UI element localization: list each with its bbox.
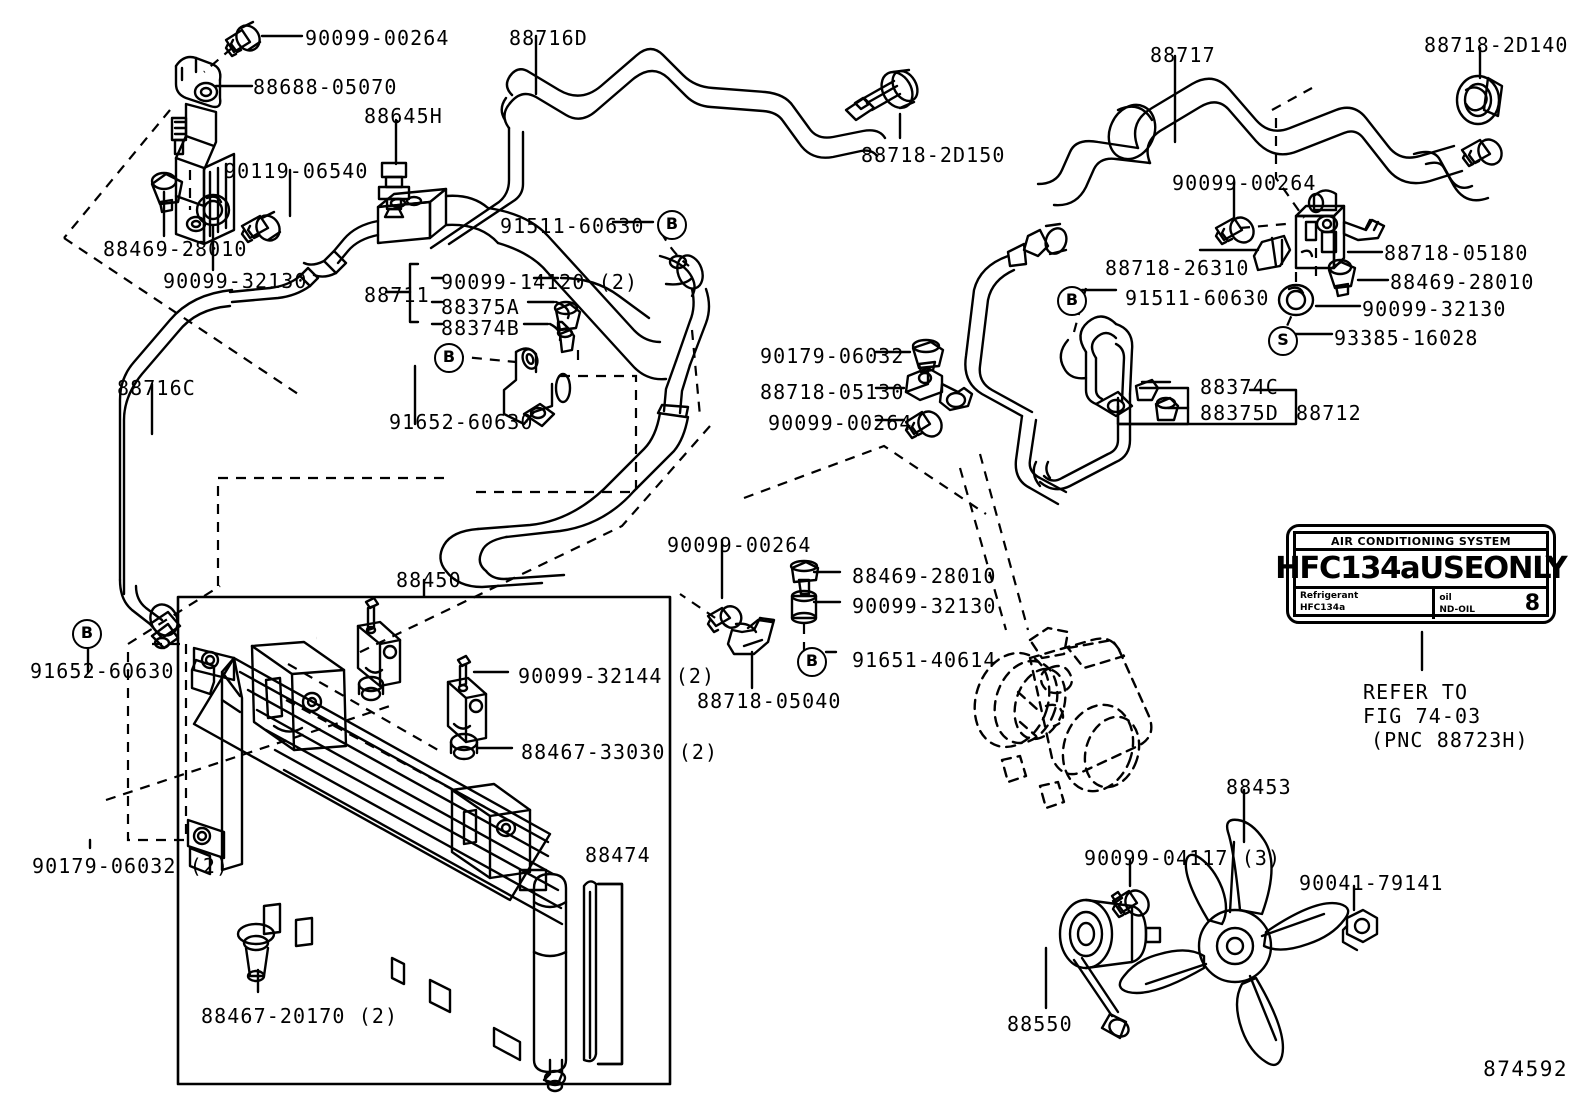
- ac-system-label-plate: AIR CONDITIONING SYSTEM HFC134aUSEONLY R…: [1275, 524, 1568, 624]
- callout-88712: 88712: [1296, 401, 1362, 425]
- ref-circle-b-3: B: [1057, 286, 1087, 316]
- callout-90099-32130-right: 90099-32130: [1362, 297, 1507, 321]
- label-plate-oil-text: oil ND-OIL: [1439, 592, 1524, 616]
- label-plate-inner: AIR CONDITIONING SYSTEM HFC134aUSEONLY R…: [1275, 531, 1568, 619]
- callout-91652-60630-center: 91652-60630: [389, 410, 534, 434]
- callout-90099-00264-topleft: 90099-00264: [305, 26, 450, 50]
- label-plate-main-row: HFC134aUSEONLY: [1275, 551, 1568, 589]
- art-solid-lines: [86, 20, 1504, 1093]
- label-plate-oil-number: 8: [1524, 591, 1540, 617]
- callout-88718-05180: 88718-05180: [1384, 241, 1529, 265]
- callout-90119-06540: 90119-06540: [224, 159, 369, 183]
- callout-88469-28010-mid: 88469-28010: [852, 564, 997, 588]
- callout-91511-60630-right: 91511-60630: [1125, 286, 1270, 310]
- callout-88688-05070: 88688-05070: [253, 75, 398, 99]
- label-plate-bottom-row: Refrigerant HFC134a oil ND-OIL 8: [1296, 589, 1546, 619]
- ref-circle-b-1: B: [657, 210, 687, 240]
- callout-88716D: 88716D: [509, 26, 588, 50]
- callout-88374C: 88374C: [1200, 375, 1279, 399]
- callout-88474: 88474: [585, 843, 651, 867]
- callout-90041-79141: 90041-79141: [1299, 871, 1444, 895]
- callout-90099-14120: 90099-14120 (2): [441, 270, 639, 294]
- callout-88467-20170: 88467-20170 (2): [201, 1004, 399, 1028]
- callout-88375D: 88375D: [1200, 401, 1279, 425]
- callout-90179-06032: 90179-06032: [760, 344, 905, 368]
- callout-88645H: 88645H: [364, 104, 443, 128]
- callout-90099-04117: 90099-04117 (3): [1084, 846, 1282, 870]
- callout-91511-60630-left: 91511-60630: [500, 214, 645, 238]
- label-plate-oil-label: oil: [1439, 592, 1452, 603]
- callout-88718-05130: 88718-05130: [760, 380, 905, 404]
- callout-91651-40614: 91651-40614: [852, 648, 997, 672]
- callout-90099-32130-left: 90099-32130: [163, 269, 308, 293]
- callout-88716C: 88716C: [117, 376, 196, 400]
- refer-note-line-2: FIG 74-03: [1363, 704, 1482, 728]
- callout-88550: 88550: [1007, 1012, 1073, 1036]
- label-plate-refrigerant-value: HFC134a: [1300, 603, 1346, 614]
- callout-88469-28010-left: 88469-28010: [103, 237, 248, 261]
- figure-number: 874592: [1483, 1057, 1568, 1081]
- ref-circle-s-1: S: [1268, 326, 1298, 356]
- label-plate-header: AIR CONDITIONING SYSTEM: [1296, 534, 1546, 551]
- callout-91652-60630-left: 91652-60630: [30, 659, 175, 683]
- callout-88469-28010-right: 88469-28010: [1390, 270, 1535, 294]
- callout-88453: 88453: [1226, 775, 1292, 799]
- refer-note-line-3: (PNC 88723H): [1371, 728, 1529, 752]
- callout-90179-06032-left: 90179-06032 (2): [32, 854, 230, 878]
- ref-circle-b-4: B: [72, 619, 102, 649]
- callout-88718-05040: 88718-05040: [697, 689, 842, 713]
- callout-93385-16028: 93385-16028: [1334, 326, 1479, 350]
- callout-90099-32130-mid: 90099-32130: [852, 594, 997, 618]
- label-plate-oil-value: ND-OIL: [1439, 605, 1475, 615]
- callout-88717: 88717: [1150, 43, 1216, 67]
- callout-88711: 88711: [364, 283, 430, 307]
- label-plate-refrigerant-cell: Refrigerant HFC134a: [1296, 589, 1436, 619]
- label-plate-main-text: HFC134aUSEONLY: [1275, 551, 1568, 586]
- callout-90099-00264-right: 90099-00264: [1172, 171, 1317, 195]
- callout-88374B: 88374B: [441, 316, 520, 340]
- callout-90099-32144: 90099-32144 (2): [518, 664, 716, 688]
- label-plate-refrigerant-label: Refrigerant: [1300, 591, 1359, 601]
- callout-90099-00264-mid: 90099-00264: [768, 411, 913, 435]
- callout-88450: 88450: [396, 568, 462, 592]
- callout-88718-2D150: 88718-2D150: [861, 143, 1006, 167]
- callout-88718-26310: 88718-26310: [1105, 256, 1250, 280]
- ref-circle-b-5: B: [797, 647, 827, 677]
- callout-90099-00264-lower: 90099-00264: [667, 533, 812, 557]
- label-plate-oil-cell: oil ND-OIL 8: [1435, 589, 1546, 619]
- callout-88467-33030: 88467-33030 (2): [521, 740, 719, 764]
- refer-note-line-1: REFER TO: [1363, 680, 1469, 704]
- callout-88375A: 88375A: [441, 295, 520, 319]
- callout-88718-2D140: 88718-2D140: [1424, 33, 1569, 57]
- ref-circle-b-2: B: [434, 343, 464, 373]
